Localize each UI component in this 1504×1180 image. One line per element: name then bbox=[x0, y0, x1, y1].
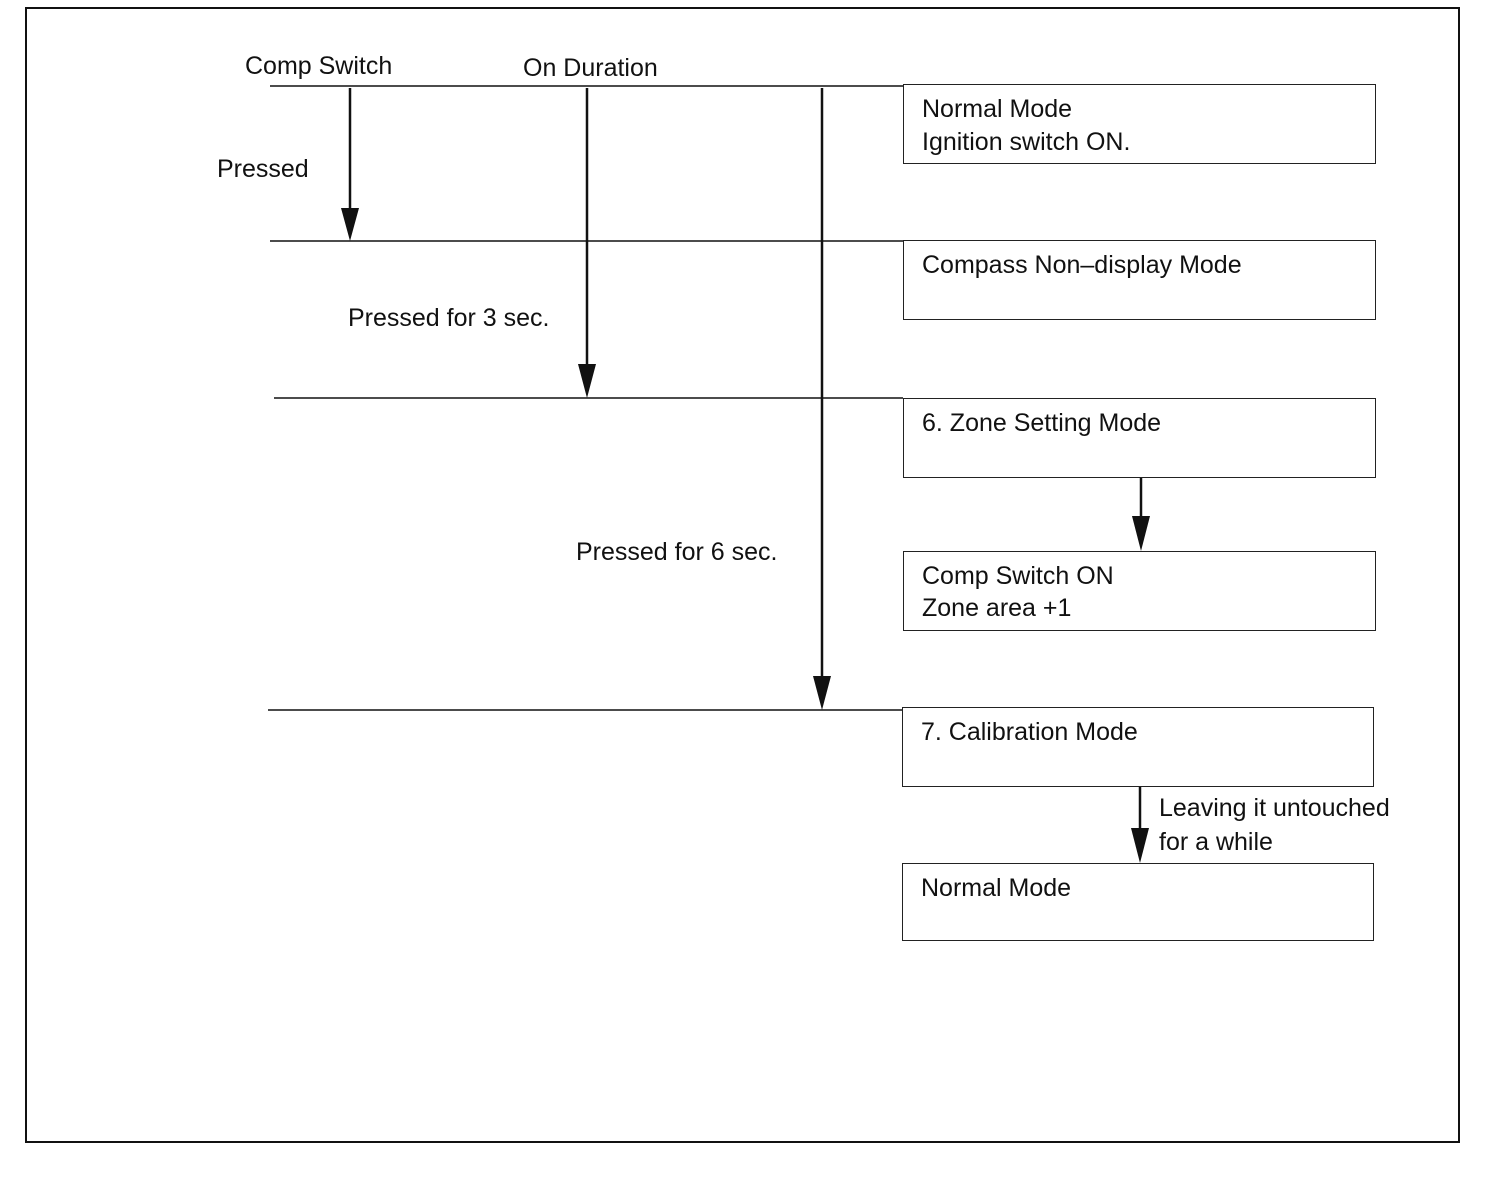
leaving-line-2: for a while bbox=[1159, 827, 1273, 856]
mode-box-line: Zone area +1 bbox=[922, 594, 1072, 622]
diagram-frame bbox=[25, 7, 1460, 1143]
pressed-3sec-label: Pressed for 3 sec. bbox=[348, 304, 550, 332]
leaving-line-1: Leaving it untouched bbox=[1159, 794, 1390, 822]
pressed-6sec-label: Pressed for 6 sec. bbox=[576, 538, 778, 566]
mode-box-comp-switch-on: Comp Switch ON Zone area +1 bbox=[903, 551, 1376, 631]
mode-box-normal-ignition: Normal Mode Ignition switch ON. bbox=[903, 84, 1376, 164]
arrow-zone-head bbox=[1132, 516, 1150, 551]
arrow-leaving-head bbox=[1131, 828, 1149, 863]
leaving-untouched-label: Leaving it untouched for a while bbox=[1159, 792, 1390, 860]
mode-box-line: 6. Zone Setting Mode bbox=[922, 409, 1162, 437]
comp-switch-header: Comp Switch bbox=[245, 52, 393, 80]
on-duration-header: On Duration bbox=[523, 54, 658, 82]
mode-box-zone-setting: 6. Zone Setting Mode bbox=[903, 398, 1376, 478]
mode-box-line: Comp Switch ON bbox=[922, 562, 1114, 590]
arrow-pressed-head bbox=[341, 208, 359, 241]
pressed-label: Pressed bbox=[217, 155, 309, 183]
mode-box-line: Normal Mode bbox=[922, 95, 1073, 123]
arrow-6sec-head bbox=[813, 676, 831, 710]
mode-box-line: Compass Non–display Mode bbox=[922, 251, 1242, 279]
mode-box-line: Normal Mode bbox=[921, 874, 1072, 902]
mode-box-calibration: 7. Calibration Mode bbox=[902, 707, 1374, 787]
mode-box-line: 7. Calibration Mode bbox=[921, 718, 1138, 746]
arrow-3sec-head bbox=[578, 364, 596, 398]
mode-box-normal: Normal Mode bbox=[902, 863, 1374, 941]
mode-box-compass-non-display: Compass Non–display Mode bbox=[903, 240, 1376, 320]
mode-box-line: Ignition switch ON. bbox=[922, 127, 1131, 156]
